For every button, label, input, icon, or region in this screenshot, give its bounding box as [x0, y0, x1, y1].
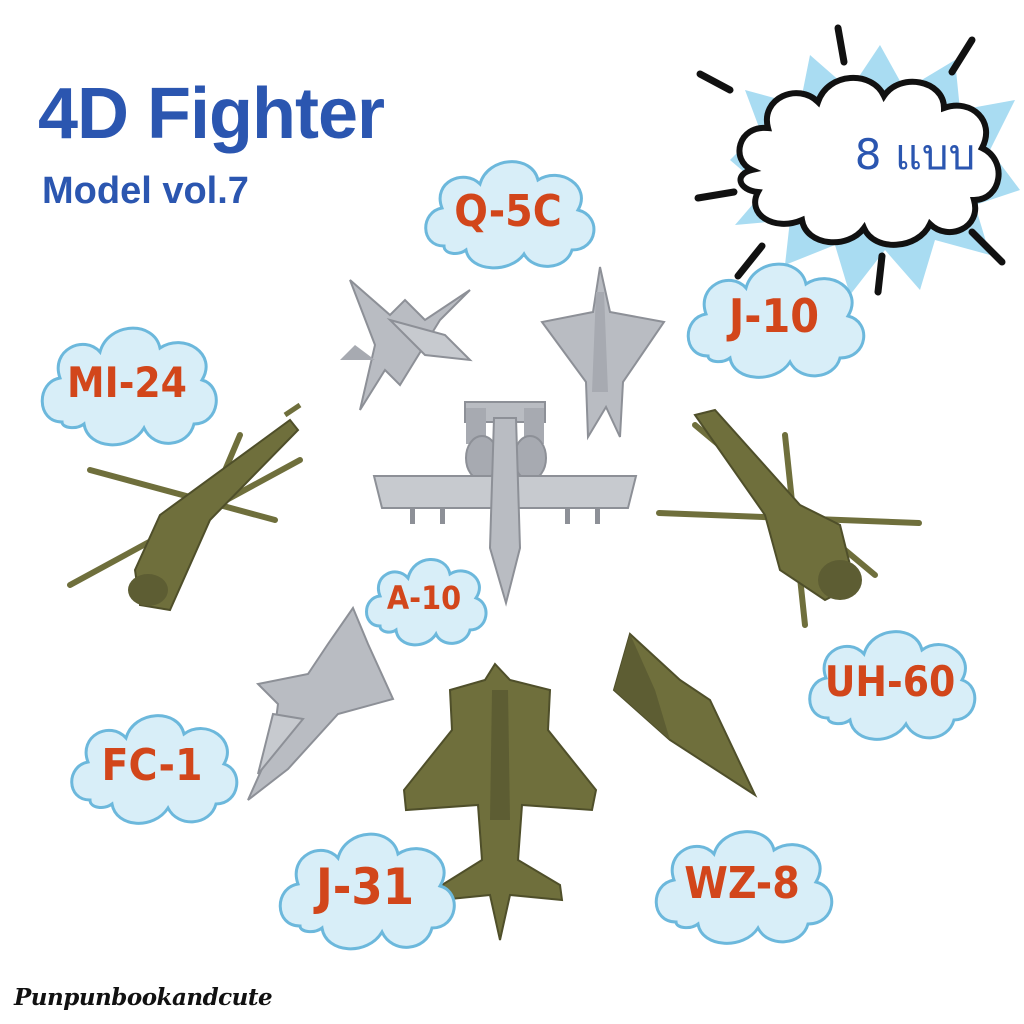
burst-splash-icon [694, 24, 1020, 296]
cloud-label-wz8: WZ-8 [644, 814, 840, 952]
fc1-model-icon [247, 605, 395, 801]
j10-model-icon [540, 266, 666, 441]
cloud-icon [654, 830, 834, 945]
model-label: J-10 [728, 289, 820, 343]
q5c-model-icon [340, 279, 473, 411]
cloud-label-j10: J-10 [676, 246, 872, 386]
watermark: Punpunbookandcute [14, 984, 273, 1011]
cloud-label-fc1: FC-1 [62, 700, 242, 830]
cloud-label-mi24: MI-24 [32, 310, 222, 454]
cloud-label-q5c: Q-5C [414, 146, 602, 276]
cloud-label-uh60: UH-60 [800, 614, 980, 748]
poster-title: 4D Fighter [38, 74, 385, 154]
cloud-icon [278, 832, 456, 951]
wz8-model-icon [612, 632, 758, 798]
count-badge: 8 แบบ [690, 10, 1024, 300]
poster-subtitle: Model vol.7 [42, 170, 249, 212]
cloud-icon [424, 160, 596, 270]
j31-model-icon [402, 662, 598, 941]
model-label: FC-1 [101, 739, 203, 791]
model-label: A-10 [386, 579, 462, 617]
cloud-label-a10: A-10 [360, 546, 488, 650]
model-label: Q-5C [454, 185, 562, 237]
cloud-label-j31: J-31 [270, 816, 460, 958]
a10-model-icon [372, 401, 638, 607]
mi24-model-icon [67, 402, 303, 612]
cloud-icon [365, 558, 488, 647]
model-label: J-31 [316, 858, 414, 916]
cloud-icon [70, 714, 239, 825]
model-label: MI-24 [67, 357, 187, 407]
cloud-icon [40, 326, 218, 447]
cloud-icon [808, 630, 977, 741]
badge-label: 8 แบบ [854, 130, 976, 179]
uh60-model-icon [656, 408, 922, 628]
model-label: UH-60 [824, 656, 956, 706]
model-label: WZ-8 [684, 857, 800, 909]
cloud-icon [686, 262, 866, 379]
